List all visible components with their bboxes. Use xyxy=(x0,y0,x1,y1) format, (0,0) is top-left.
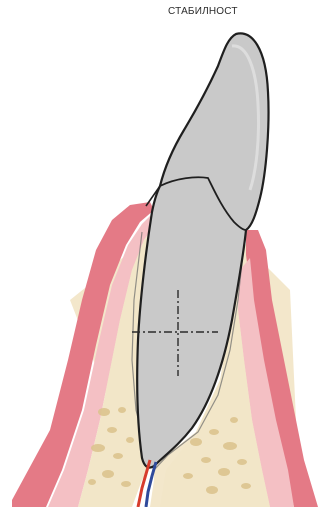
tooth-illustration xyxy=(0,0,322,507)
diagram-stage: СТАБИЛНОСТ xyxy=(0,0,322,507)
